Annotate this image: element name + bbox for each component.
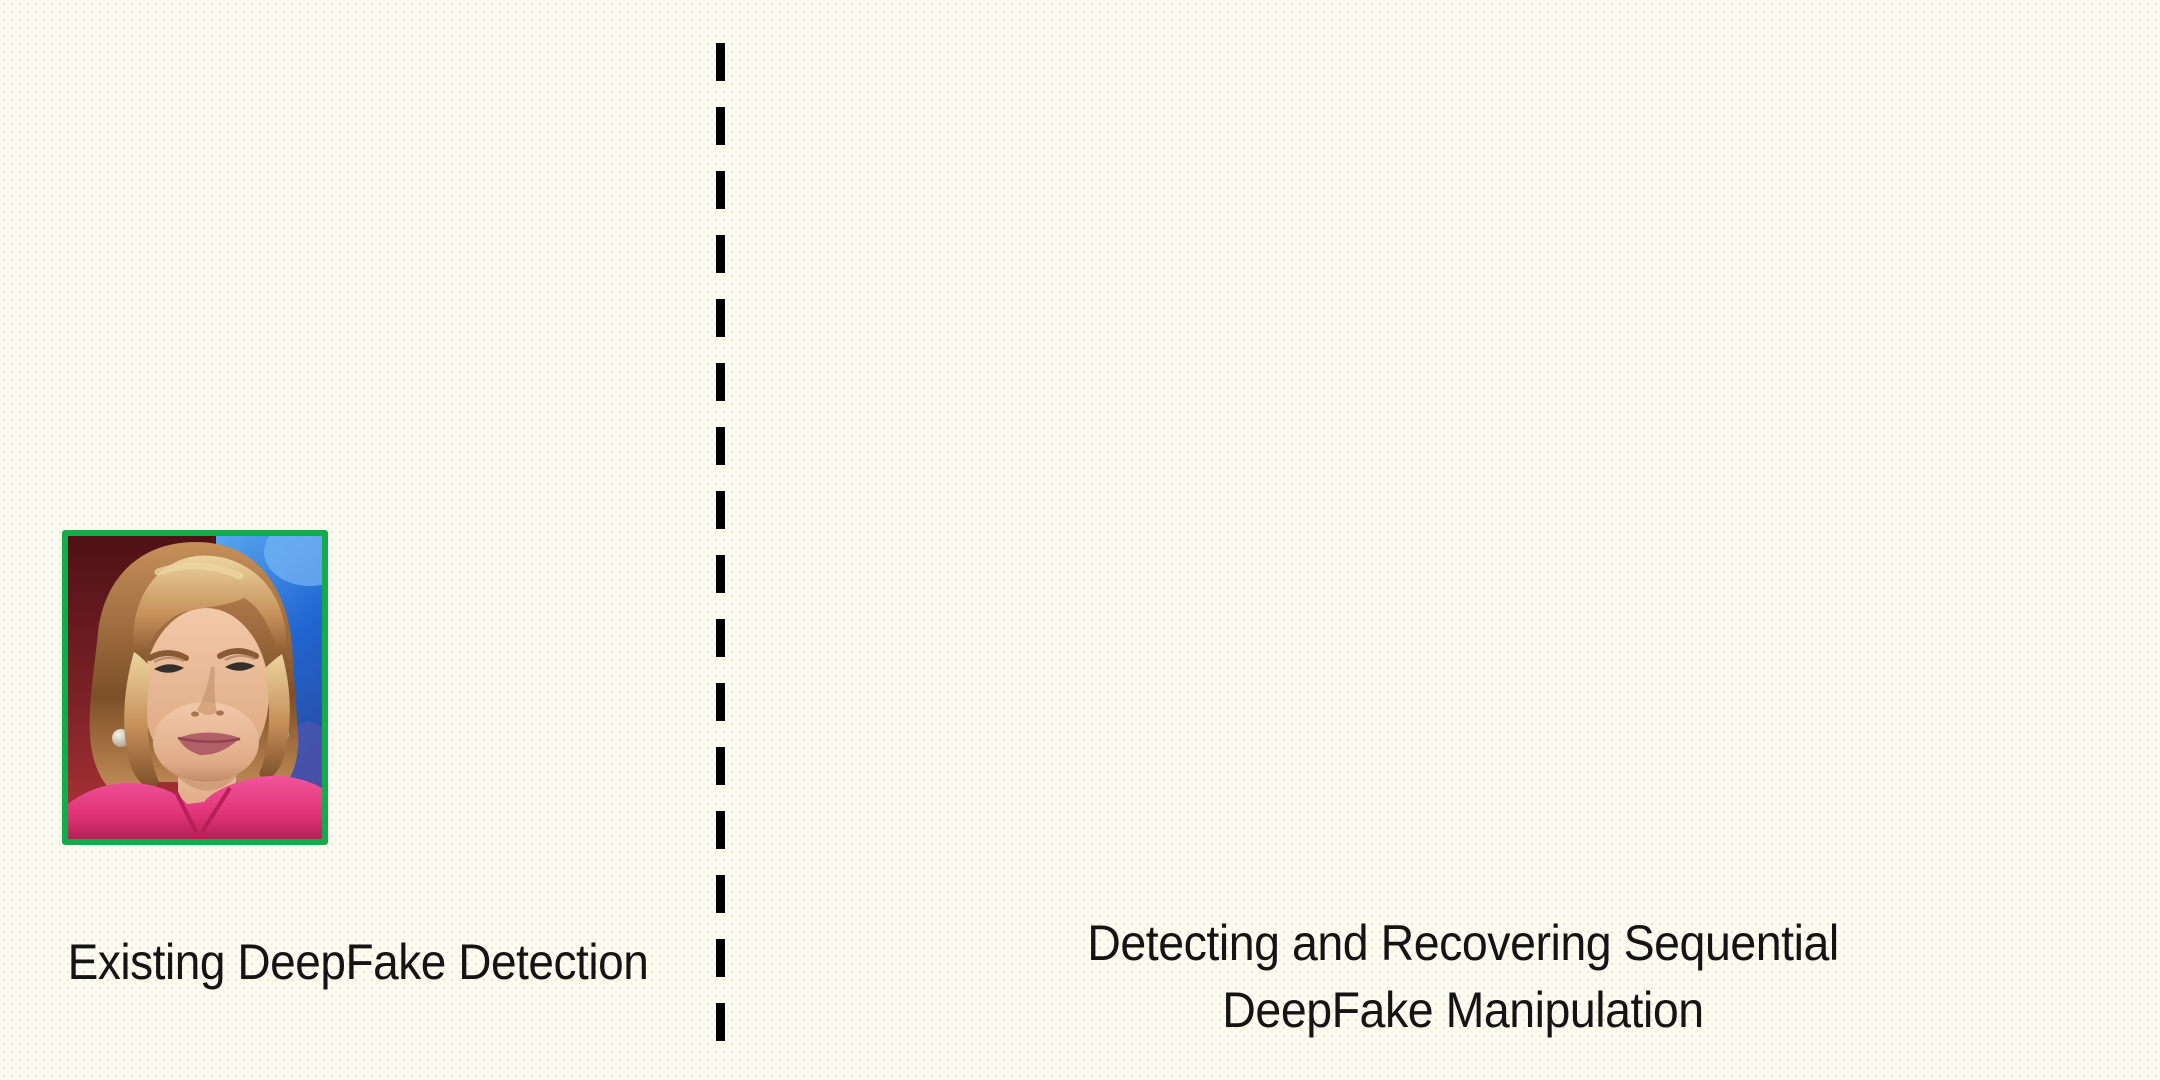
eyelid-crease-right	[224, 654, 256, 662]
neck-shadow	[172, 770, 242, 791]
nostril-right	[216, 710, 224, 716]
hair-highlight	[154, 562, 244, 580]
woman-face-image	[68, 536, 322, 839]
right-title-line1: Detecting and Recovering Sequential	[1087, 915, 1839, 971]
right-title-line2: DeepFake Manipulation	[1222, 982, 1704, 1038]
nose	[197, 666, 217, 716]
hair-bangs	[133, 555, 287, 664]
blazer-lapel-right	[200, 786, 232, 834]
deepfake-portrait-frame	[62, 530, 328, 845]
eye-right	[225, 662, 255, 671]
hair-side-right	[259, 654, 290, 779]
eye-left	[154, 664, 184, 673]
brow-right	[217, 648, 259, 659]
lips	[178, 732, 240, 756]
left-caption: Existing DeepFake Detection	[67, 934, 649, 990]
dashed-divider	[716, 43, 725, 1041]
eyelid-crease-left	[153, 656, 185, 664]
brow-left	[147, 650, 189, 661]
nostril-left	[191, 711, 199, 717]
backdrop-blue-glow	[264, 536, 322, 586]
hair-side-left	[124, 652, 159, 788]
right-title: Detecting and Recovering Sequential Deep…	[777, 910, 2150, 1044]
blazer-lapel-left	[174, 791, 198, 833]
lip-line	[177, 736, 241, 743]
blazer	[68, 775, 322, 839]
